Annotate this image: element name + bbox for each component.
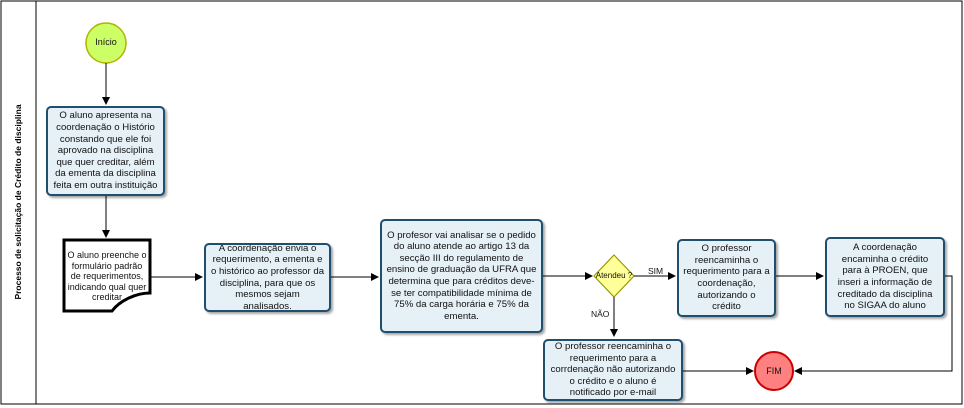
task-professor-analysis-text: O profesor vai analisar se o pedido do a… [386,229,537,322]
pool-title: Processo de solicitação de Crédito de di… [0,0,36,404]
pool-title-text: Processo de solicitação de Crédito de di… [13,104,23,300]
flow-task5-to-end [794,275,953,375]
task-send-to-professor[interactable]: A coordenação envia o requerimento, a em… [204,243,331,312]
task-authorize-credit-text: O professor reencaminha o requerimento p… [683,243,770,313]
flow-label-no: NÃO [591,309,610,319]
task-send-to-professor-text: A coordenação envia o requerimento, a em… [210,243,325,312]
gateway-label: Atendeu ? [595,271,633,280]
end-label: FIM [766,366,782,376]
task-send-to-proen-text: A coordenação encaminha o crédito para à… [837,242,933,312]
task-authorize-credit[interactable]: O professor reencaminha o requerimento p… [677,239,776,317]
document-shape[interactable] [62,238,152,313]
task-present-history[interactable]: O aluno apresenta na coordenação o Histó… [46,106,165,196]
flow-label-yes: SIM [648,266,664,276]
end-event[interactable] [754,351,794,391]
task-send-to-proen[interactable]: A coordenação encaminha o crédito para à… [825,237,945,317]
task-professor-analysis[interactable]: O profesor vai analisar se o pedido do a… [380,219,543,333]
start-label: Início [95,37,117,47]
task-deny-credit-text: O professor reencaminha o requerimento p… [550,341,676,399]
task-deny-credit[interactable]: O professor reencaminha o requerimento p… [543,339,683,401]
document-requirement-form[interactable]: O aluno preenche o formulário padrão de … [64,242,150,302]
task-present-history-text: O aluno apresenta na coordenação o Histó… [53,110,158,191]
document-text: O aluno preenche o formulário padrão de … [67,250,147,303]
